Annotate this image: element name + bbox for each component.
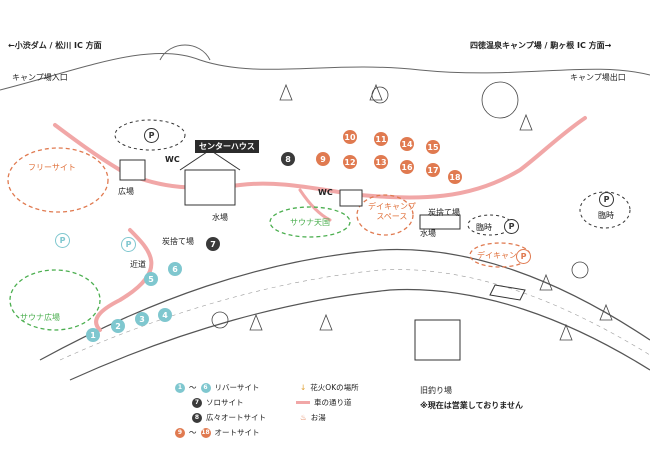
sauna-heaven-area [269, 206, 351, 238]
legend-solo-dot: 7 [192, 397, 202, 408]
parking-icon-temp: P [504, 219, 519, 234]
parking-icon-right: P [599, 192, 614, 207]
site-auto-13[interactable]: 13 [374, 155, 388, 169]
site-auto-10[interactable]: 10 [343, 130, 357, 144]
exit-label: キャンプ場出口 [570, 73, 626, 82]
site-river-2[interactable]: 2 [111, 319, 125, 333]
old-fishing-label: 旧釣り場 [420, 386, 452, 395]
legend-auto-label: オートサイト [214, 428, 260, 437]
site-auto-16[interactable]: 16 [400, 160, 414, 174]
site-wide-8[interactable]: 8 [281, 152, 295, 166]
trees [211, 81, 613, 341]
parking-right-area [579, 191, 631, 229]
center-house-label: センターハウス [195, 140, 259, 153]
river-bank-upper [39, 248, 650, 361]
site-auto-9[interactable]: 9 [316, 152, 330, 166]
legend-wide-label: 広々オートサイト [206, 413, 266, 422]
legend-solo: 7 ソロサイト [192, 397, 244, 408]
legend-road-label: 車の通り道 [314, 398, 352, 407]
parking-icon-free-2: P [121, 237, 136, 252]
legend-road: 車の通り道 [296, 397, 352, 408]
water-label-1: 水場 [212, 213, 228, 222]
river-flow [59, 269, 650, 361]
sauna-square-area [9, 269, 101, 331]
site-river-5[interactable]: 5 [144, 272, 158, 286]
ridge-peak [159, 44, 211, 61]
legend-auto-sep: 〜 [189, 428, 197, 437]
site-auto-17[interactable]: 17 [426, 163, 440, 177]
bridge [489, 284, 526, 301]
plaza-label: 広場 [118, 187, 134, 196]
day-camp-space-label: デイキャンプ スペース [368, 202, 416, 221]
day-camp-space-area [356, 194, 414, 236]
day-camp-label: デイキャンプ [477, 251, 525, 260]
direction-left: ←小渋ダム / 松川 IC 方面 [8, 41, 102, 50]
legend-fire-label: 花火OKの場所 [310, 383, 359, 392]
fire-arrow-icon: ↓ [300, 383, 307, 392]
site-auto-18[interactable]: 18 [448, 170, 462, 184]
parking-top-area [114, 119, 186, 151]
legend-hot-water: ♨ お湯 [300, 412, 326, 423]
site-river-1[interactable]: 1 [86, 328, 100, 342]
legend-auto-start-dot: 9 [175, 427, 185, 438]
entrance-label: キャンプ場入口 [12, 73, 68, 82]
site-auto-15[interactable]: 15 [426, 140, 440, 154]
site-solo-7[interactable]: 7 [206, 237, 220, 251]
building-water2 [419, 214, 461, 230]
hot-water-icon: ♨ [300, 413, 307, 422]
legend-fire: ↓ 花火OKの場所 [300, 382, 359, 393]
river-bank-lower [69, 288, 650, 381]
legend-river-sep: 〜 [189, 383, 197, 392]
site-auto-11[interactable]: 11 [374, 132, 388, 146]
legend-river-start-dot: 1 [175, 382, 185, 393]
site-river-6[interactable]: 6 [168, 262, 182, 276]
legend-hot-water-label: お湯 [310, 413, 326, 422]
legend-river-label: リバーサイト [214, 383, 260, 392]
legend-river-end-dot: 6 [200, 382, 211, 393]
site-river-3[interactable]: 3 [135, 312, 149, 326]
wc-label-1: WC [165, 155, 180, 164]
sauna-heaven-label: サウナ天国 [290, 218, 330, 227]
temp-parking-label-2: 臨時 [598, 211, 614, 220]
wc-label-2: WC [318, 188, 333, 197]
site-auto-14[interactable]: 14 [400, 137, 414, 151]
ridge-line [0, 53, 650, 91]
closed-note: ※現在は営業しておりません [420, 401, 524, 410]
bbq-label-1: 炭捨て場 [162, 237, 194, 246]
free-site-area [7, 147, 109, 213]
site-river-4[interactable]: 4 [158, 308, 172, 322]
sauna-square-label: サウナ広場 [20, 313, 60, 322]
center-house-roof [179, 149, 241, 171]
parking-icon-daycamp: P [516, 249, 531, 264]
parking-icon-top: P [144, 128, 159, 143]
legend-wide-dot: 8 [192, 412, 202, 423]
legend-auto: 9 〜 18 オートサイト [175, 427, 260, 438]
site-auto-12[interactable]: 12 [343, 155, 357, 169]
building-wc2 [339, 189, 363, 207]
car-road-lower [94, 228, 154, 332]
legend-auto-end-dot: 18 [200, 427, 211, 438]
water-label-2: 水場 [420, 229, 436, 238]
free-site-label: フリーサイト [28, 163, 76, 172]
legend-river: 1 〜 6 リバーサイト [175, 382, 259, 393]
temp-parking-label-1: 臨時 [476, 223, 492, 232]
legend-solo-label: ソロサイト [206, 398, 244, 407]
parking-icon-free-1: P [55, 233, 70, 248]
center-house-building [184, 169, 236, 206]
bbq-label-2: 炭捨て場 [428, 208, 460, 217]
legend-wide: 8 広々オートサイト [192, 412, 266, 423]
car-road-branch [298, 188, 332, 222]
direction-right: 四徳温泉キャンプ場 / 駒ヶ根 IC 方面→ [470, 41, 612, 50]
old-fishing-area [414, 319, 461, 361]
road-line-icon [296, 401, 310, 404]
building-plaza [119, 159, 146, 181]
shortcut-label: 近道 [130, 260, 146, 269]
